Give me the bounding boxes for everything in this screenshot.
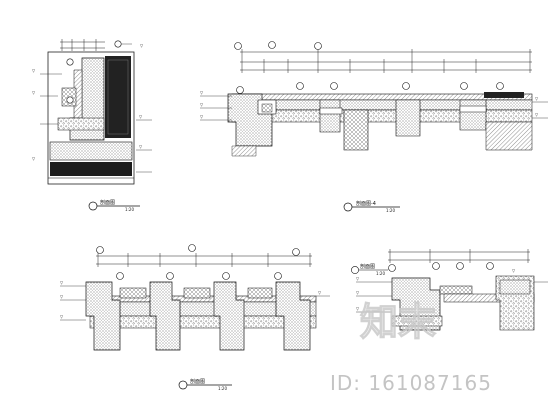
svg-text:▽: ▽ — [60, 314, 64, 319]
svg-text:▽: ▽ — [512, 268, 516, 273]
watermark-logo-text: 知末 — [360, 300, 436, 344]
svg-text:▽: ▽ — [139, 144, 143, 149]
section-drawing-3: ▽ ▽ ▽ ▽ 剖面图 1:20 — [60, 244, 330, 391]
drawing-2-scale: 1:20 — [386, 208, 395, 213]
drawing-1-scale: 1:20 — [125, 207, 134, 212]
section-drawing-2: ▽ ▽ ▽ ▽ ▽ 剖面图-4 1:20 — [200, 41, 548, 213]
svg-text:▽: ▽ — [32, 68, 36, 73]
svg-text:▽: ▽ — [318, 290, 322, 295]
svg-text:▽: ▽ — [535, 96, 539, 101]
svg-text:▽: ▽ — [200, 102, 204, 107]
svg-text:▽: ▽ — [356, 276, 360, 281]
svg-text:▽: ▽ — [200, 114, 204, 119]
svg-text:▽: ▽ — [60, 294, 64, 299]
drawing-3-scale: 1:20 — [218, 386, 227, 391]
watermark: 知末 ID: 161087165 — [330, 299, 492, 395]
section-drawing-1: ▽ ▽ ▽ ▽ ▽ ▽ 剖面图 1:20 — [32, 39, 152, 212]
drawing-4-scale: 1:20 — [376, 271, 385, 276]
svg-text:▽: ▽ — [32, 90, 36, 95]
drawing-2-title: 剖面图-4 — [356, 200, 376, 207]
svg-text:▽: ▽ — [60, 280, 64, 285]
svg-text:▽: ▽ — [32, 156, 36, 161]
svg-text:▽: ▽ — [200, 90, 204, 95]
svg-text:▽: ▽ — [140, 43, 144, 48]
drawing-4-title: 剖面图 — [360, 263, 375, 270]
drawing-1-title: 剖面图 — [100, 199, 115, 206]
watermark-id-text: ID: 161087165 — [330, 371, 492, 395]
section-drawing-4: ▽ ▽ ▽ ▽ 剖面图 1:20 — [351, 249, 548, 331]
svg-text:▽: ▽ — [356, 306, 360, 311]
drawing-3-title: 剖面图 — [190, 378, 205, 385]
svg-text:▽: ▽ — [535, 112, 539, 117]
svg-text:▽: ▽ — [139, 114, 143, 119]
svg-text:▽: ▽ — [356, 290, 360, 295]
